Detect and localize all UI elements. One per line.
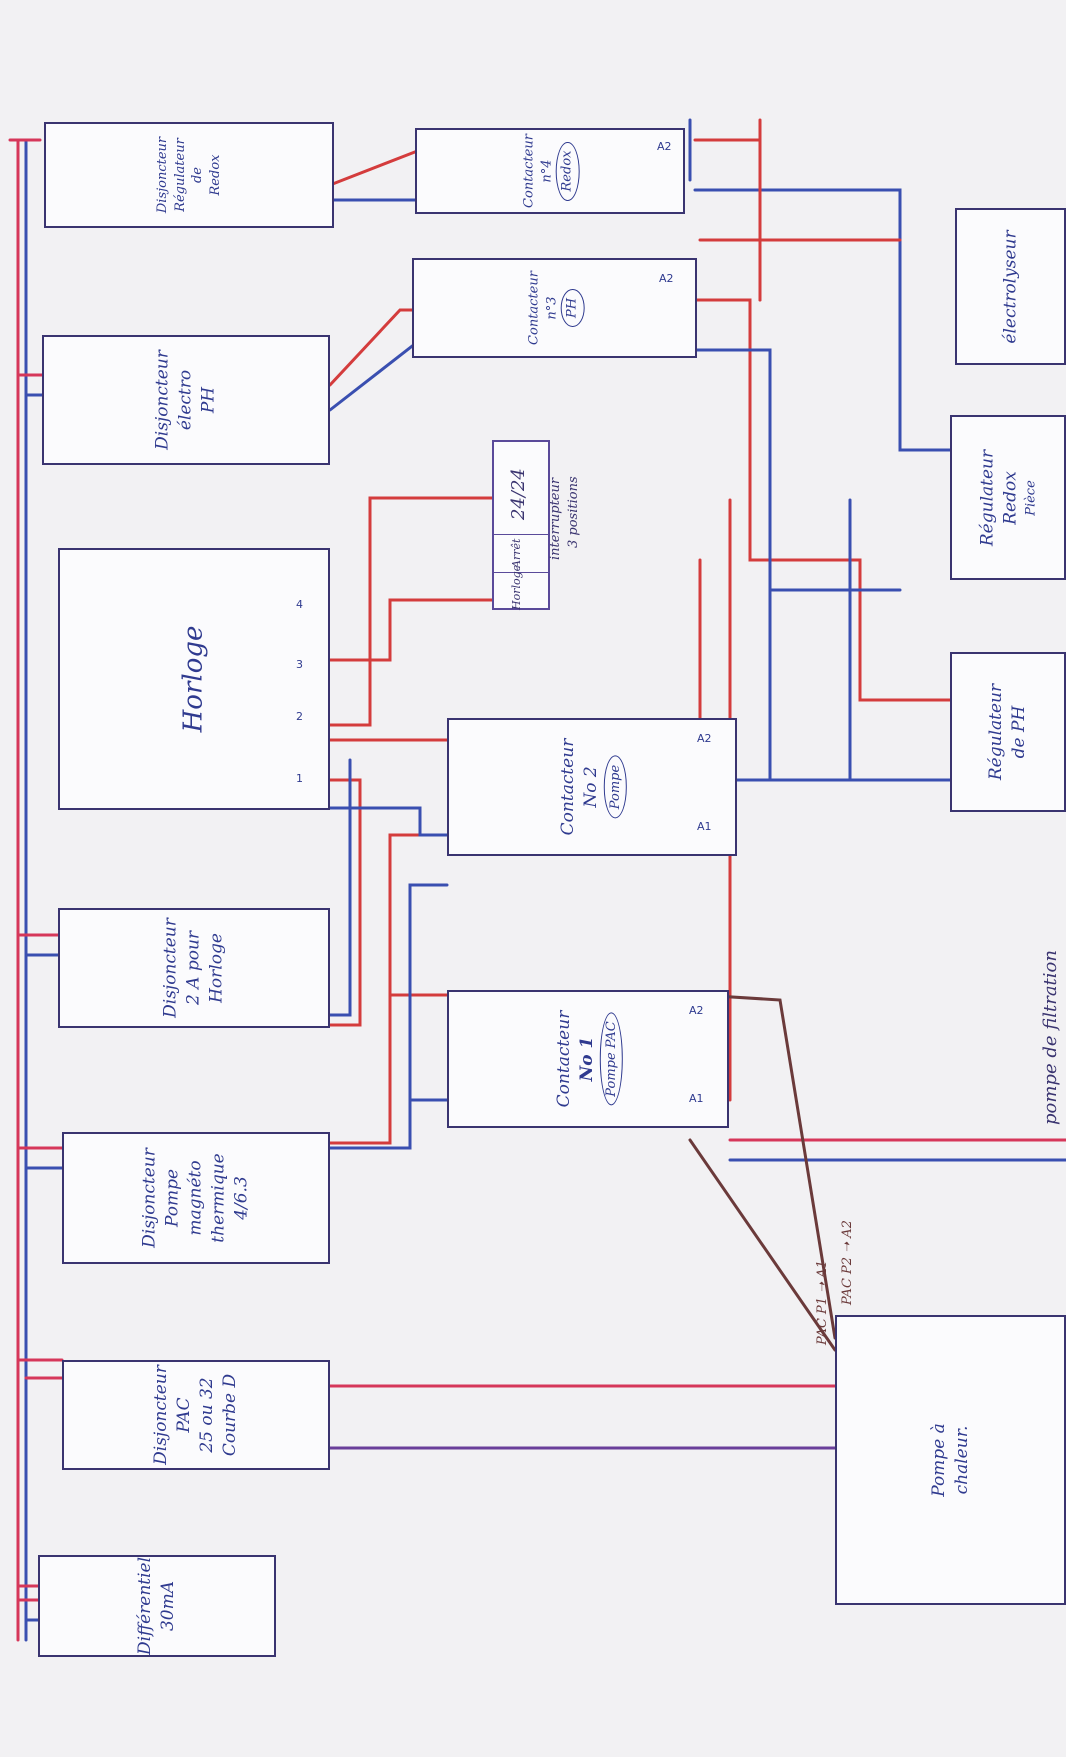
contacteur-4-number: n°4 (539, 159, 555, 183)
contacteur-1-label: Contacteur (553, 1010, 574, 1108)
disjoncteur-pac-target: PAC (174, 1397, 195, 1433)
contacteur-2-block: Contacteur No 2 Pompe A1 A2 (447, 718, 737, 856)
regulateur-ph-target: de PH (1009, 705, 1029, 759)
contacteur-3-label: Contacteur (526, 271, 542, 345)
disjoncteur-pompe-type1: magnéto (185, 1160, 206, 1236)
contacteur-2-target: Pompe (603, 755, 628, 819)
contacteur-4-a2: A2 (657, 140, 672, 153)
horloge-title: Horloge (178, 625, 209, 733)
regulateur-ph-label: Régulateur (986, 683, 1007, 781)
disjoncteur-pompe-label: Disjoncteur (139, 1148, 160, 1248)
disjoncteur-pac-block: Disjoncteur PAC 25 ou 32 Courbe D (62, 1360, 330, 1470)
disjoncteur-redox-label: Disjoncteur (154, 136, 170, 214)
horloge-terminal-4: 4 (296, 598, 303, 611)
pac-a2-annotation: PAC P2 ➝ A2 (840, 1220, 855, 1305)
horloge-terminal-2: 2 (296, 710, 303, 723)
contacteur-3-target: PH (560, 288, 584, 328)
disjoncteur-redox-block: Disjoncteur Régulateur de Redox (44, 122, 334, 228)
contacteur-2-a1: A1 (697, 820, 712, 833)
disjoncteur-horloge-block: Disjoncteur 2 A pour Horloge (58, 908, 330, 1028)
disjoncteur-redox-target: Redox (207, 154, 223, 196)
disjoncteur-ph-target: PH (198, 386, 219, 414)
contacteur-2-a2: A2 (697, 732, 712, 745)
pac-a1-annotation: PAC P1 ➝ A1 (815, 1260, 830, 1345)
regulateur-redox-label: Régulateur (977, 449, 998, 546)
contacteur-4-block: Contacteur n°4 Redox A2 (415, 128, 685, 214)
disjoncteur-horloge-target: Horloge (206, 933, 227, 1003)
regulateur-ph-block: Régulateur de PH (950, 652, 1066, 812)
horloge-terminal-3: 3 (296, 658, 303, 671)
contacteur-4-label: Contacteur (521, 134, 537, 208)
disjoncteur-redox-de: de (190, 167, 205, 184)
contacteur-1-block: Contacteur No 1 Pompe PAC A1 A2 (447, 990, 729, 1128)
pompe-a-chaleur-block: Pompe à chaleur. (835, 1315, 1066, 1605)
regulateur-redox-block: Régulateur Redox Pièce (950, 415, 1066, 580)
horloge-terminal-1: 1 (296, 772, 303, 785)
disjoncteur-ph-label: Disjoncteur (152, 350, 173, 450)
contacteur-1-a2: A2 (689, 1004, 704, 1017)
differentiel-block: Différentiel 30mA (38, 1555, 276, 1657)
disjoncteur-redox-type: Régulateur (172, 138, 188, 212)
disjoncteur-horloge-label: Disjoncteur (160, 918, 181, 1018)
pac-label-2: chaleur. (951, 1425, 972, 1495)
contacteur-2-number: No 2 (580, 766, 601, 808)
contacteur-1-a1: A1 (689, 1092, 704, 1105)
disjoncteur-pompe-block: Disjoncteur Pompe magnéto thermique 4/6.… (62, 1132, 330, 1264)
contacteur-3-block: Contacteur n°3 PH A2 (412, 258, 697, 358)
pac-label: Pompe à (928, 1423, 949, 1497)
interrupteur-pos-arret: Arrêt (510, 538, 523, 568)
disjoncteur-pac-curve: Courbe D (219, 1373, 240, 1457)
filtration-annotation: pompe de filtration (1040, 950, 1061, 1125)
disjoncteur-pompe-rating: 4/6.3 (231, 1176, 252, 1220)
regulateur-redox-piece: Pièce (1023, 479, 1039, 516)
interrupteur-positions-note: 3 positions (566, 476, 581, 548)
electrolyseur-block: électrolyseur (955, 208, 1066, 365)
disjoncteur-horloge-rating: 2 A pour (183, 930, 204, 1006)
contacteur-2-label: Contacteur (557, 738, 578, 836)
contacteur-3-number: n°3 (543, 296, 559, 320)
interrupteur-note: interrupteur (548, 477, 563, 560)
contacteur-3-a2: A2 (659, 272, 674, 285)
contacteur-1-number: No 1 (576, 1036, 597, 1082)
disjoncteur-pac-label: Disjoncteur (151, 1365, 172, 1465)
interrupteur-pos-horloge: Horloge (510, 564, 523, 610)
electrolyseur-label: électrolyseur (1000, 229, 1021, 344)
contacteur-1-target: Pompe PAC (599, 1012, 624, 1106)
interrupteur-pos-24-24: 24/24 (508, 468, 529, 520)
differentiel-label: Différentiel (135, 1556, 156, 1656)
disjoncteur-pompe-type2: thermique (208, 1153, 229, 1243)
regulateur-redox-target: Redox (1000, 470, 1021, 525)
interrupteur-block: 24/24 Arrêt Horloge (492, 440, 550, 610)
differentiel-rating: 30mA (158, 1580, 178, 1632)
horloge-block: Horloge 1 2 3 4 (58, 548, 330, 810)
disjoncteur-ph-block: Disjoncteur électro PH (42, 335, 330, 465)
contacteur-4-target: Redox (555, 141, 580, 201)
disjoncteur-ph-type: électro (175, 369, 196, 431)
disjoncteur-pompe-target: Pompe (162, 1168, 183, 1228)
disjoncteur-pac-rating: 25 ou 32 (197, 1377, 217, 1453)
